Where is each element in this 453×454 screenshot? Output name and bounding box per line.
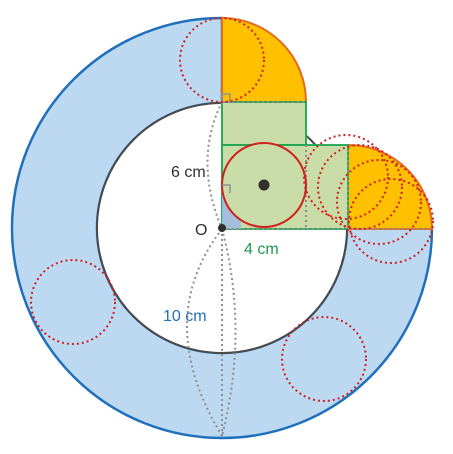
gray-arc-left [206, 101, 223, 230]
center-dot [258, 179, 270, 191]
dotted-circle-bottom [281, 316, 367, 402]
label-square-side: 4 cm [244, 241, 279, 258]
label-height-top: 6 cm [171, 164, 206, 181]
gray-arc-long [186, 228, 223, 437]
dotted-circle-top [179, 17, 265, 103]
gray-arc-right [221, 228, 237, 437]
dotted-circle-left [30, 259, 116, 345]
dotted-circle-right-3 [348, 178, 434, 264]
dotted-circle-right-2 [336, 159, 422, 245]
origin-dot [218, 224, 226, 232]
dotted-circle-right-1 [317, 144, 403, 230]
right-orange-sector [347, 143, 434, 230]
right-angle-marker-left [222, 184, 231, 193]
upper-green-rect [221, 101, 307, 146]
dotted-circle-right-4 [303, 134, 389, 220]
label-origin: O [195, 222, 207, 239]
label-outer-radius: 10 cm [163, 308, 207, 325]
